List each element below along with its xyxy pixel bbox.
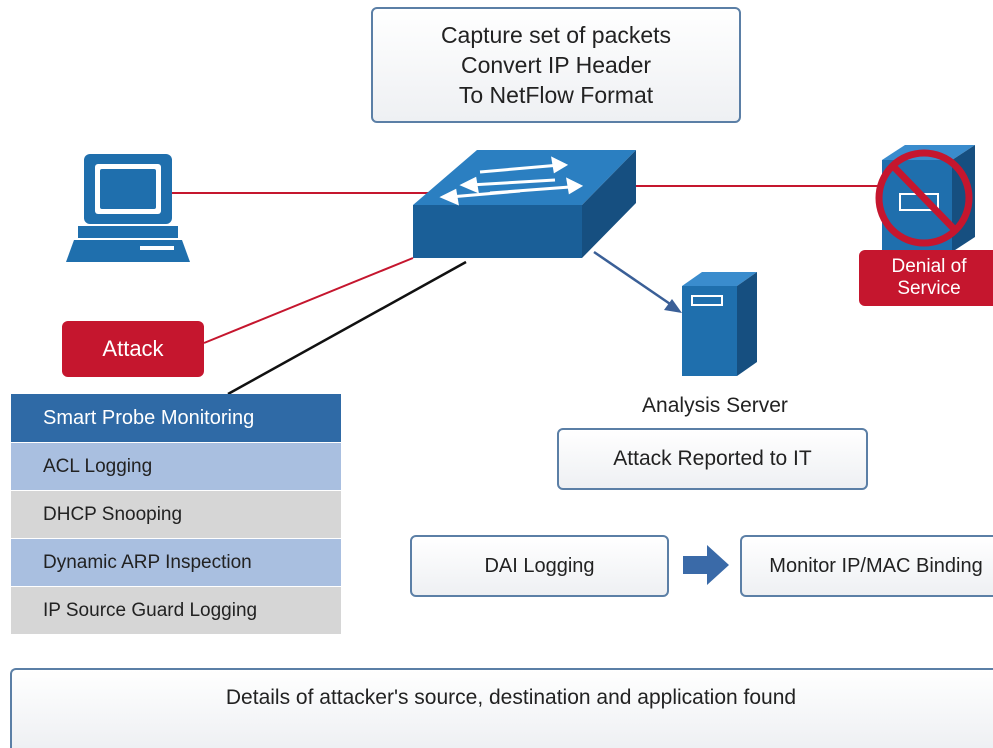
feature-item: ACL Logging (11, 443, 341, 491)
dai-logging-box: DAI Logging (410, 535, 669, 597)
feature-list-header: Smart Probe Monitoring (11, 394, 341, 443)
denial-line-2: Service (897, 278, 961, 299)
computer-icon (66, 154, 190, 262)
server-icon (682, 272, 757, 376)
capture-line-1: Capture set of packets (440, 22, 672, 48)
attack-reported-box: Attack Reported to IT (557, 428, 868, 490)
monitor-binding-box: Monitor IP/MAC Binding (740, 535, 993, 597)
denial-line-1: Denial of (891, 256, 967, 277)
capture-line-3: To NetFlow Format (458, 82, 654, 108)
analysis-link (593, 250, 677, 310)
feature-list: Smart Probe Monitoring ACL Logging DHCP … (11, 394, 341, 635)
probe-link (227, 260, 467, 396)
attack-label: Attack (62, 321, 204, 377)
analysis-arrowhead (664, 299, 682, 313)
switch-icon (413, 150, 636, 258)
denial-of-service-label: Denial of Service (859, 250, 993, 306)
feature-item: IP Source Guard Logging (11, 587, 341, 635)
blocked-server-icon (875, 145, 975, 252)
analysis-server-caption: Analysis Server (642, 394, 788, 417)
details-box: Details of attacker's source, destinatio… (10, 668, 993, 748)
capture-box: Capture set of packets Convert IP Header… (371, 7, 741, 123)
feature-item: Dynamic ARP Inspection (11, 539, 341, 587)
arrow-right-icon (683, 545, 729, 585)
feature-item: DHCP Snooping (11, 491, 341, 539)
capture-line-2: Convert IP Header (460, 52, 652, 78)
connection-lines (66, 145, 975, 396)
attack-link (203, 257, 414, 344)
